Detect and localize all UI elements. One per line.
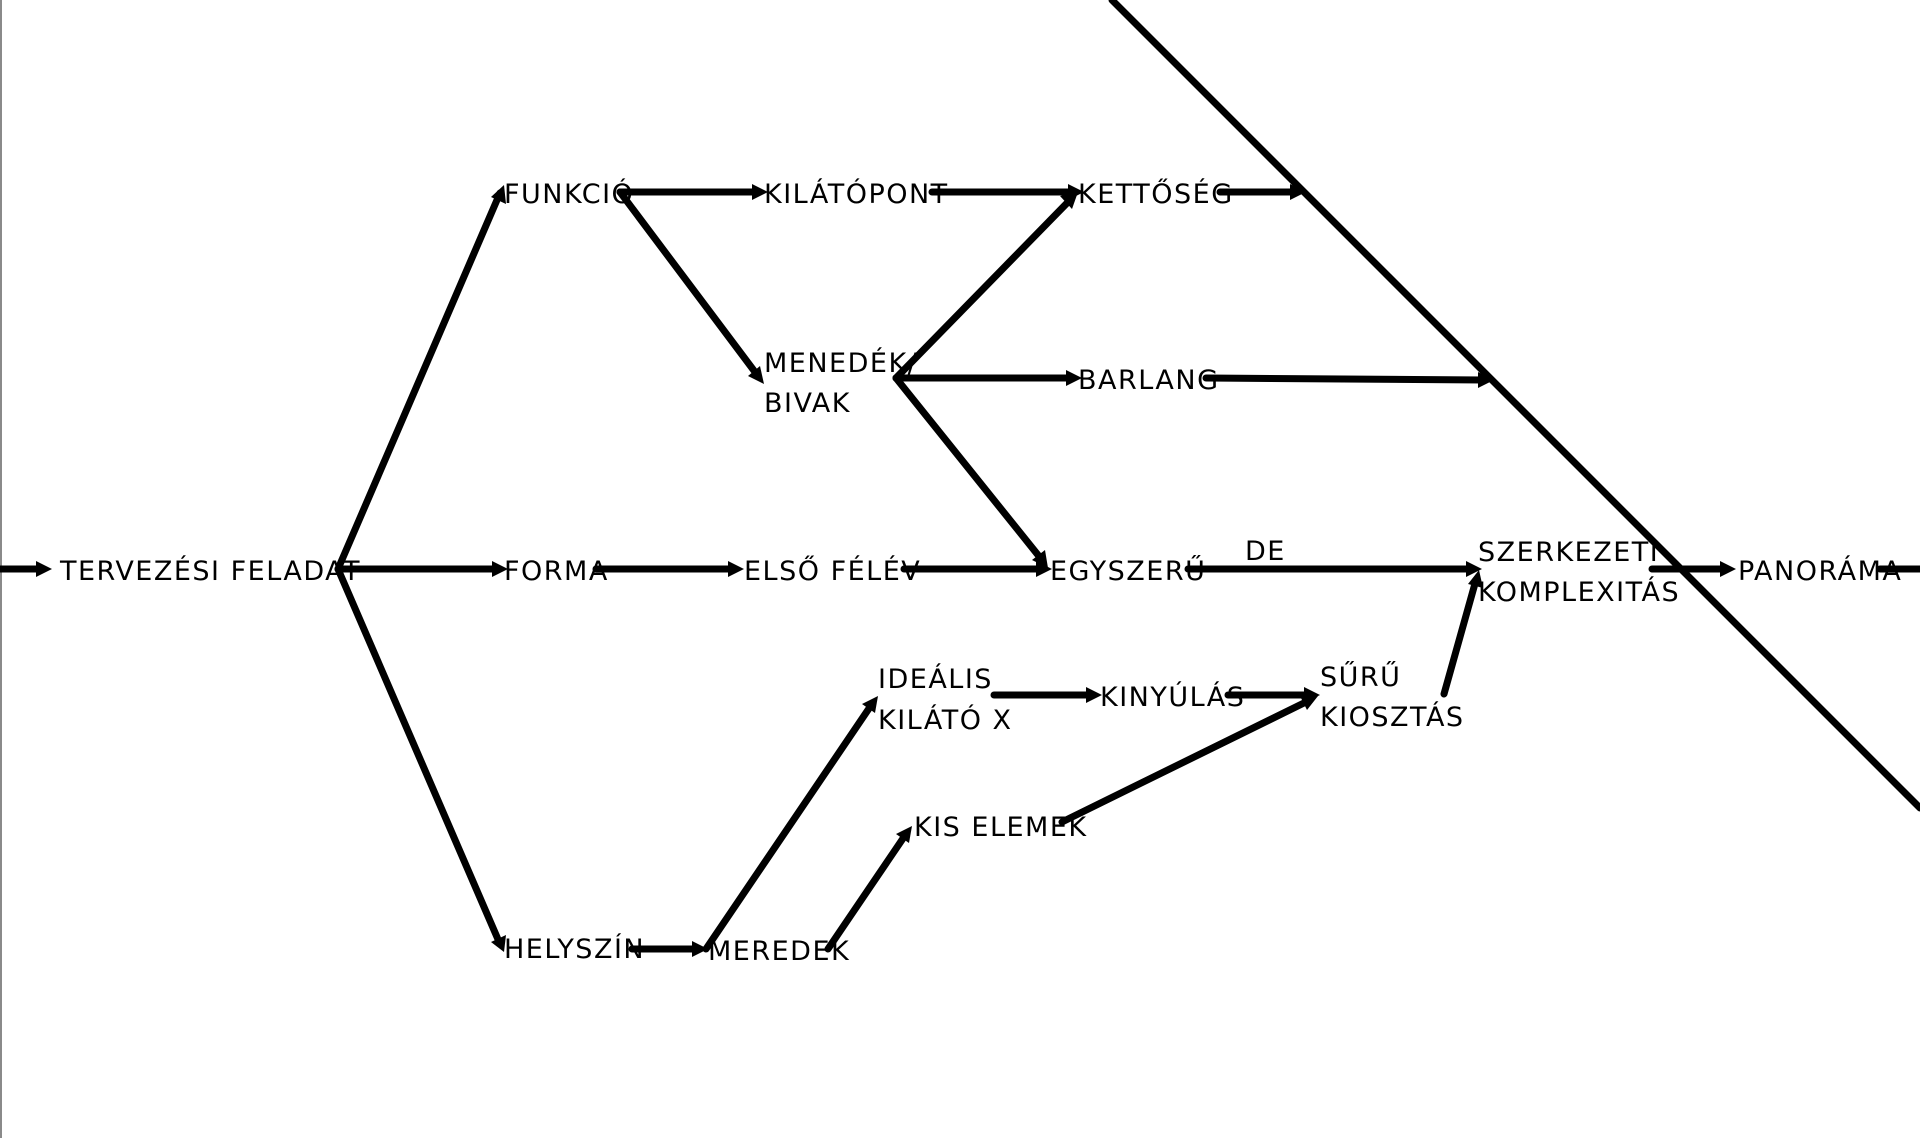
node-idealis-line2: KILÁTÓ X [878, 704, 1013, 736]
arrowhead [1086, 687, 1102, 703]
arrowhead [752, 184, 768, 200]
node-egyszeru: EGYSZERŰ [1050, 555, 1206, 587]
node-suru-line1: SŰRŰ [1320, 661, 1401, 693]
node-panorama: PANORÁMA [1738, 555, 1902, 587]
node-kilatopont: KILÁTÓPONT [764, 178, 949, 210]
node-kis-elemek: KIS ELEMEK [914, 812, 1088, 843]
edges [0, 184, 1920, 957]
edge-kis-elemek-to-suru [1058, 696, 1314, 826]
edge-tervezesi-to-funkcio [334, 189, 504, 573]
arrowhead [1300, 696, 1318, 710]
arrowhead [1478, 372, 1494, 388]
arrowhead [36, 561, 52, 577]
edge-menedek-to-egyszeru [892, 374, 1046, 564]
node-funkcio: FUNKCIÓ [504, 178, 634, 210]
edge-funkcio-to-menedek [616, 188, 762, 380]
node-kettoseg: KETTŐSÉG [1078, 178, 1234, 210]
node-kinyulas: KINYÚLÁS [1100, 681, 1245, 713]
arrowhead [1468, 570, 1483, 588]
arrowhead [1720, 561, 1736, 577]
arrowhead [1066, 370, 1082, 386]
edge-label-de: DE [1245, 536, 1286, 567]
node-menedek-line2: BIVAK [764, 388, 851, 419]
arrowhead [1032, 550, 1048, 568]
edge-tervezesi-to-helyszin [334, 565, 504, 948]
arrowhead [491, 935, 506, 952]
node-suru-line2: KIOSZTÁS [1320, 701, 1465, 733]
node-meredek: MEREDEK [708, 936, 850, 967]
arrowhead [491, 185, 506, 204]
arrowhead [1290, 184, 1306, 200]
nodes: TERVEZÉSI FELADAT FUNKCIÓ FORMA HELYSZÍN… [59, 178, 1902, 967]
edge-menedek-to-kettoseg [892, 196, 1074, 382]
node-barlang: BARLANG [1078, 365, 1220, 396]
node-forma: FORMA [504, 556, 609, 587]
node-helyszin: HELYSZÍN [504, 933, 645, 965]
node-szerkezeti-line2: KOMPLEXITÁS [1478, 576, 1680, 608]
arrowhead [1466, 561, 1482, 577]
arrowhead [728, 561, 744, 577]
node-elso-felev: ELSŐ FÉLÉV [744, 555, 921, 587]
node-tervezesi-feladat: TERVEZÉSI FELADAT [59, 555, 361, 587]
arrowhead [1060, 192, 1078, 209]
edge-meredek-to-idealis [702, 700, 876, 953]
node-szerkezeti-line1: SZERKEZETI [1478, 537, 1659, 568]
node-menedek-line1: MENEDÉK/ [764, 347, 918, 379]
node-idealis-line1: IDEÁLIS [878, 663, 993, 695]
arrowhead [748, 366, 764, 384]
arrowhead [1036, 561, 1052, 577]
arrowhead [492, 561, 508, 577]
arrowhead [692, 941, 708, 957]
arrowhead [862, 696, 878, 713]
arrowhead [896, 826, 912, 843]
diagonal-divider-line [1108, 0, 1920, 812]
edge-barlang-to-divider [1202, 374, 1488, 384]
edge-suru-to-szerkezeti [1440, 576, 1480, 698]
edge-meredek-to-kis-elemek [824, 830, 910, 953]
